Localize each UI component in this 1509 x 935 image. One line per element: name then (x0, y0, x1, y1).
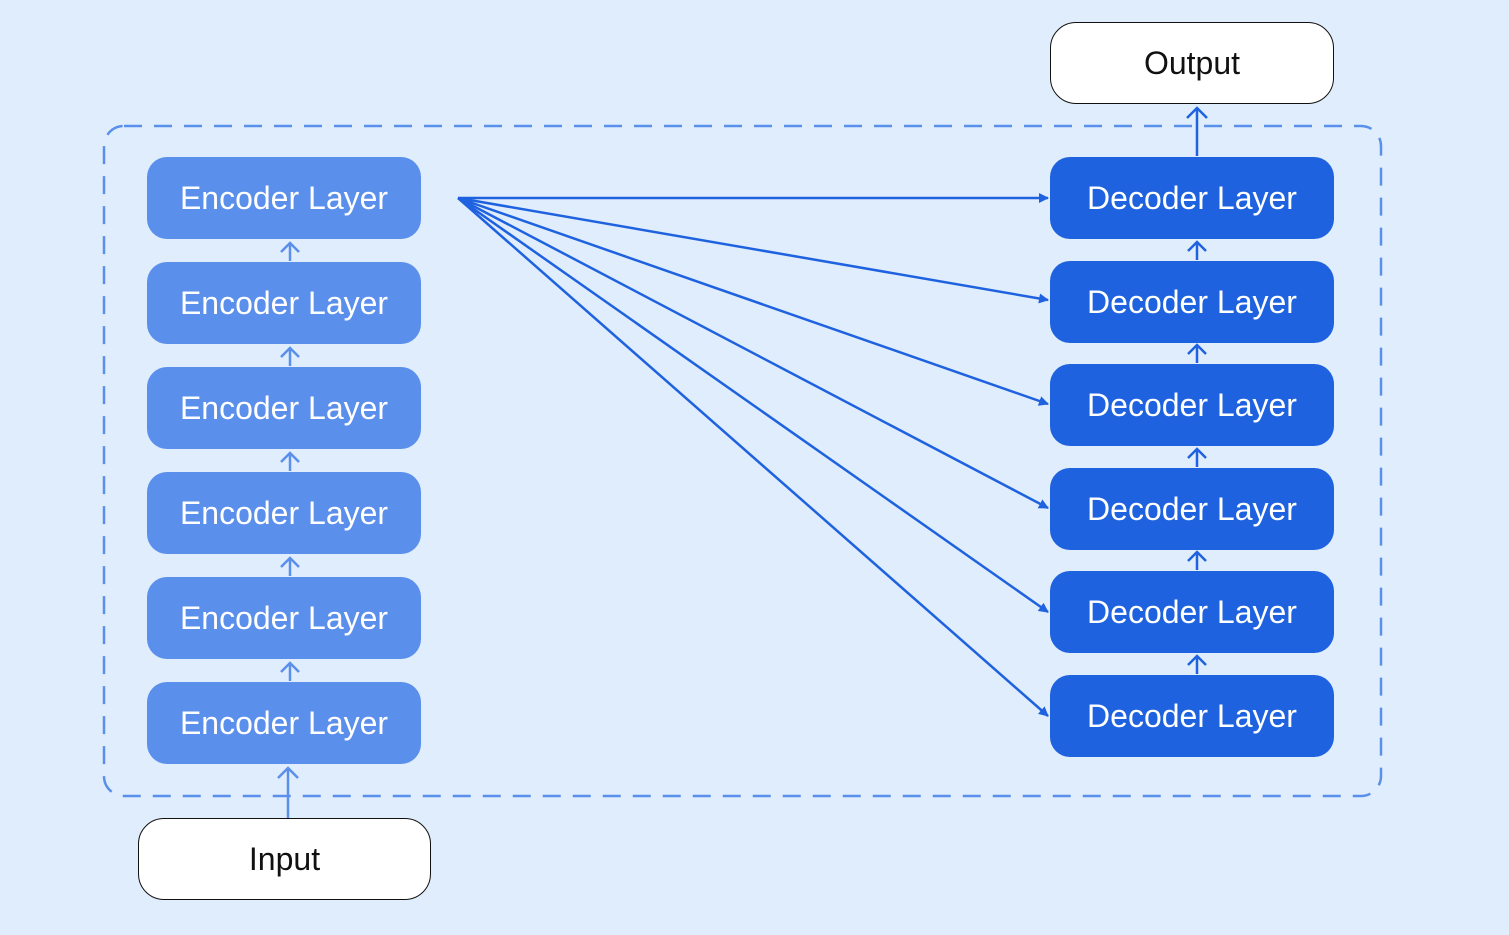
encoder-layer-label: Encoder Layer (179, 179, 389, 216)
model-boundary-frame (102, 124, 1383, 798)
input-label: Input (248, 840, 321, 877)
encoder-to-decoder-fan (457, 193, 1049, 717)
decoder-layer: Decoder Layer (1050, 364, 1334, 446)
encoder-layer-label: Encoder Layer (179, 704, 389, 741)
decoder-layer-label: Decoder Layer (1087, 697, 1297, 734)
encoder-chain-arrow (280, 661, 300, 681)
decoder-chain-arrow (1187, 240, 1207, 260)
encoder-chain-arrow (280, 241, 300, 261)
decoder-layer: Decoder Layer (1050, 157, 1334, 239)
encoder-chain-arrow (280, 451, 300, 471)
decoder-layer-label: Decoder Layer (1087, 179, 1297, 216)
cross-attention-arrow (457, 196, 1049, 304)
decoder-chain-arrow (1187, 447, 1207, 467)
output-label: Output (1143, 44, 1241, 81)
decoder-layer: Decoder Layer (1050, 468, 1334, 550)
encoder-layer-label: Encoder Layer (179, 494, 389, 531)
decoder-to-output-arrow (1186, 106, 1208, 156)
encoder-layer: Encoder Layer (147, 262, 421, 344)
input-box: Input (138, 818, 431, 900)
cross-attention-arrow (457, 196, 1049, 510)
encoder-layer: Encoder Layer (147, 472, 421, 554)
decoder-layer: Decoder Layer (1050, 571, 1334, 653)
encoder-layer-label: Encoder Layer (179, 389, 389, 426)
decoder-chain-arrow (1187, 343, 1207, 363)
encoder-layer: Encoder Layer (147, 682, 421, 764)
output-box: Output (1050, 22, 1334, 104)
decoder-layer-label: Decoder Layer (1087, 386, 1297, 423)
decoder-layer: Decoder Layer (1050, 261, 1334, 343)
input-to-encoder-arrow (277, 766, 299, 818)
encoder-chain-arrow (280, 556, 300, 576)
encoder-layer: Encoder Layer (147, 157, 421, 239)
encoder-layer-label: Encoder Layer (179, 599, 389, 636)
decoder-layer-label: Decoder Layer (1087, 593, 1297, 630)
decoder-layer-label: Decoder Layer (1087, 283, 1297, 320)
decoder-layer: Decoder Layer (1050, 675, 1334, 757)
decoder-layer-label: Decoder Layer (1087, 490, 1297, 527)
encoder-chain-arrow (280, 346, 300, 366)
encoder-layer: Encoder Layer (147, 577, 421, 659)
cross-attention-arrow (457, 196, 1049, 614)
encoder-layer-label: Encoder Layer (179, 284, 389, 321)
decoder-chain-arrow (1187, 550, 1207, 570)
cross-attention-arrow (457, 197, 1049, 717)
cross-attention-arrow (457, 196, 1049, 406)
decoder-chain-arrow (1187, 654, 1207, 674)
encoder-layer: Encoder Layer (147, 367, 421, 449)
